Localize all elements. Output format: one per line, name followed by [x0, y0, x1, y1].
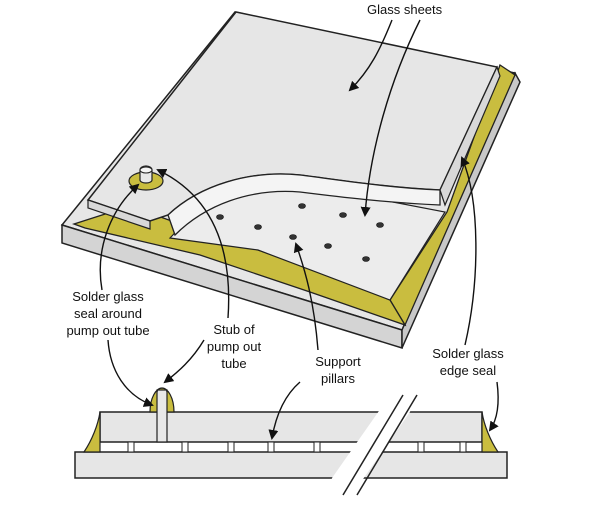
section-pillar — [127, 441, 135, 453]
arrow-edge-seal — [460, 156, 477, 346]
label-edge-seal-2: edge seal — [440, 363, 496, 378]
section-bottom-glass — [74, 451, 508, 479]
pillar — [289, 234, 297, 240]
arrow-tube-seal — [99, 183, 140, 291]
section-pillar — [227, 441, 235, 453]
section-pump-tube — [156, 389, 168, 443]
pillar — [362, 256, 370, 262]
arrow-stub-section — [163, 339, 205, 384]
label-solder-seal-2: seal around — [74, 306, 142, 321]
section-pillar — [181, 441, 189, 453]
label-stub-1: Stub of — [213, 322, 255, 337]
arrow-pillars — [293, 242, 319, 351]
arrow-glass-sheets-top — [348, 19, 393, 92]
pillar — [376, 222, 384, 228]
pillar — [324, 243, 332, 249]
label-pillars-1: Support — [315, 354, 361, 369]
section-edge-seal-left — [82, 411, 101, 453]
label-solder-seal-3: pump out tube — [66, 323, 149, 338]
label-glass-sheets: Glass sheets — [367, 2, 443, 17]
section-pillar — [417, 441, 425, 453]
leader-arrows — [99, 19, 499, 440]
section-pillar — [267, 441, 275, 453]
cross-section — [74, 387, 508, 496]
arrow-stub — [156, 168, 230, 319]
section-edge-seal-right — [481, 411, 500, 453]
arrow-glass-sheets-bottom — [360, 19, 421, 217]
section-pillar — [313, 441, 321, 453]
label-pillars-2: pillars — [321, 371, 355, 386]
label-solder-seal-1: Solder glass — [72, 289, 144, 304]
pillar — [216, 214, 224, 220]
pillar — [339, 212, 347, 218]
label-stub-2: pump out — [207, 339, 262, 354]
arrow-pillars-section — [268, 381, 301, 440]
labels: Glass sheets Solder glass seal around pu… — [66, 2, 504, 386]
label-stub-3: tube — [221, 356, 246, 371]
section-pillar — [459, 441, 467, 453]
top-glass-front-edge — [87, 199, 151, 230]
break-line — [342, 394, 404, 496]
pillar — [254, 224, 262, 230]
isometric-panel — [60, 11, 521, 350]
section-pillars — [127, 441, 467, 453]
top-glass-peel-edge — [167, 173, 441, 237]
break-line — [356, 394, 418, 496]
support-pillars — [216, 203, 384, 262]
label-edge-seal-1: Solder glass — [432, 346, 504, 361]
arrow-tube-seal-section — [107, 339, 154, 407]
pillar — [298, 203, 306, 209]
top-glass-right-edge — [439, 65, 501, 207]
arrow-edge-seal-section — [488, 381, 499, 432]
